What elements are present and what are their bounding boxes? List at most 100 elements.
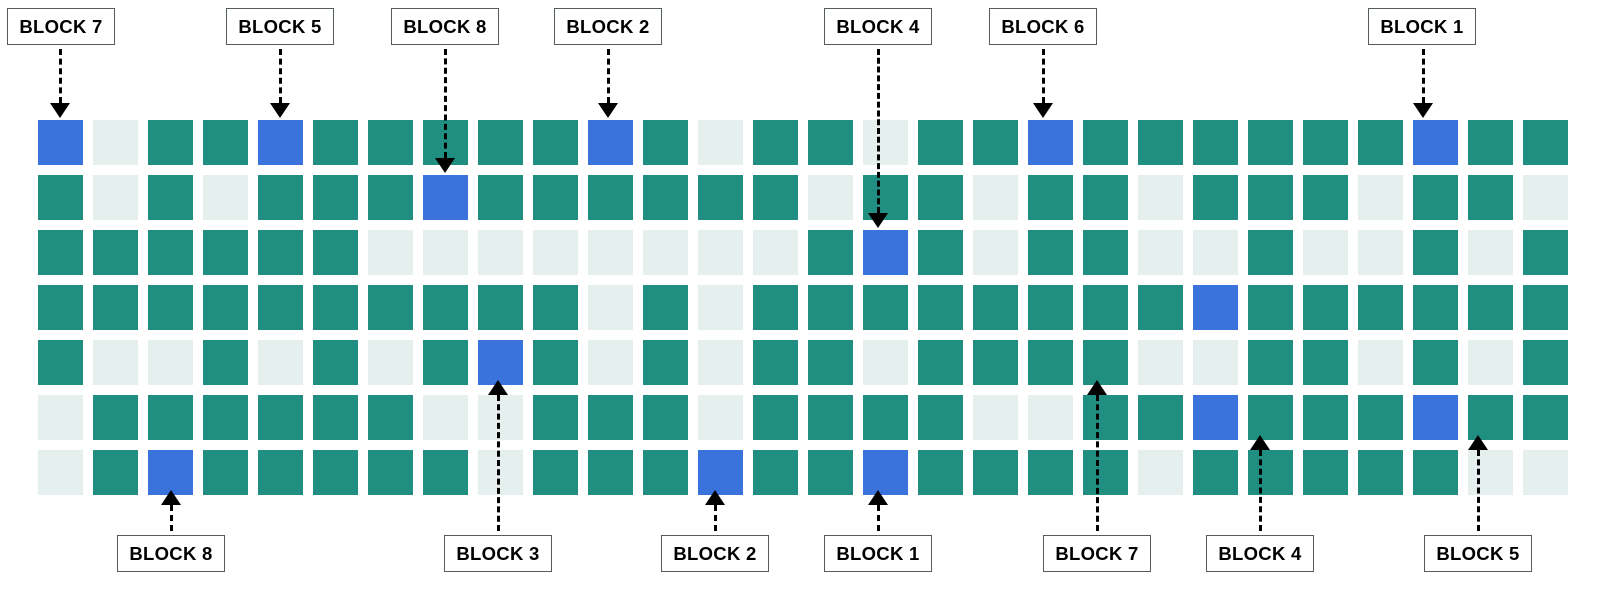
grid-cell[interactable] bbox=[1303, 340, 1348, 385]
grid-cell[interactable] bbox=[753, 450, 798, 495]
grid-cell[interactable] bbox=[1083, 230, 1128, 275]
grid-cell[interactable] bbox=[1523, 120, 1568, 165]
grid-cell[interactable] bbox=[1193, 450, 1238, 495]
grid-cell[interactable] bbox=[698, 285, 743, 330]
grid-cell[interactable] bbox=[1358, 340, 1403, 385]
grid-cell[interactable] bbox=[1358, 395, 1403, 440]
grid-cell[interactable] bbox=[698, 230, 743, 275]
grid-cell[interactable] bbox=[368, 230, 413, 275]
grid-cell[interactable] bbox=[1138, 285, 1183, 330]
grid-cell[interactable] bbox=[148, 230, 193, 275]
grid-cell-highlighted[interactable] bbox=[1028, 120, 1073, 165]
grid-cell[interactable] bbox=[1083, 340, 1128, 385]
grid-cell[interactable] bbox=[368, 175, 413, 220]
grid-cell[interactable] bbox=[588, 175, 633, 220]
grid-cell[interactable] bbox=[808, 395, 853, 440]
grid-cell[interactable] bbox=[1468, 285, 1513, 330]
grid-cell[interactable] bbox=[1083, 120, 1128, 165]
grid-cell[interactable] bbox=[313, 285, 358, 330]
grid-cell[interactable] bbox=[1028, 395, 1073, 440]
grid-cell[interactable] bbox=[808, 175, 853, 220]
grid-cell[interactable] bbox=[973, 340, 1018, 385]
grid-cell[interactable] bbox=[533, 285, 578, 330]
grid-cell[interactable] bbox=[1468, 395, 1513, 440]
grid-cell[interactable] bbox=[423, 285, 468, 330]
callout-label-box[interactable]: BLOCK 8 bbox=[391, 8, 499, 45]
grid-cell[interactable] bbox=[808, 340, 853, 385]
grid-cell[interactable] bbox=[313, 230, 358, 275]
grid-cell[interactable] bbox=[643, 340, 688, 385]
grid-cell[interactable] bbox=[1303, 175, 1348, 220]
grid-cell[interactable] bbox=[423, 395, 468, 440]
grid-cell[interactable] bbox=[643, 395, 688, 440]
grid-cell[interactable] bbox=[1193, 120, 1238, 165]
grid-cell[interactable] bbox=[863, 285, 908, 330]
grid-cell[interactable] bbox=[423, 340, 468, 385]
grid-cell[interactable] bbox=[93, 450, 138, 495]
grid-cell[interactable] bbox=[698, 120, 743, 165]
grid-cell[interactable] bbox=[1138, 230, 1183, 275]
grid-cell[interactable] bbox=[148, 120, 193, 165]
callout-label-box[interactable]: BLOCK 1 bbox=[824, 535, 932, 572]
grid-cell[interactable] bbox=[698, 395, 743, 440]
grid-cell[interactable] bbox=[1413, 450, 1458, 495]
grid-cell[interactable] bbox=[38, 175, 83, 220]
grid-cell[interactable] bbox=[203, 450, 248, 495]
grid-cell-highlighted[interactable] bbox=[423, 175, 468, 220]
grid-cell[interactable] bbox=[643, 285, 688, 330]
grid-cell[interactable] bbox=[368, 120, 413, 165]
grid-cell[interactable] bbox=[478, 175, 523, 220]
grid-cell[interactable] bbox=[1193, 340, 1238, 385]
callout-label-box[interactable]: BLOCK 8 bbox=[117, 535, 225, 572]
grid-cell[interactable] bbox=[368, 340, 413, 385]
callout-label-box[interactable]: BLOCK 1 bbox=[1368, 8, 1476, 45]
grid-cell[interactable] bbox=[918, 395, 963, 440]
callout-label-box[interactable]: BLOCK 2 bbox=[554, 8, 662, 45]
callout-label-box[interactable]: BLOCK 4 bbox=[1206, 535, 1314, 572]
grid-cell[interactable] bbox=[753, 230, 798, 275]
grid-cell[interactable] bbox=[423, 450, 468, 495]
grid-cell[interactable] bbox=[368, 285, 413, 330]
grid-cell[interactable] bbox=[258, 285, 303, 330]
grid-cell[interactable] bbox=[478, 395, 523, 440]
grid-cell[interactable] bbox=[93, 230, 138, 275]
grid-cell[interactable] bbox=[753, 175, 798, 220]
grid-cell[interactable] bbox=[533, 175, 578, 220]
grid-cell-highlighted[interactable] bbox=[1193, 395, 1238, 440]
grid-cell[interactable] bbox=[918, 120, 963, 165]
grid-cell[interactable] bbox=[1248, 175, 1293, 220]
grid-cell[interactable] bbox=[1523, 450, 1568, 495]
grid-cell[interactable] bbox=[918, 340, 963, 385]
grid-cell[interactable] bbox=[203, 285, 248, 330]
grid-cell[interactable] bbox=[1248, 230, 1293, 275]
grid-cell[interactable] bbox=[1248, 285, 1293, 330]
grid-cell[interactable] bbox=[588, 230, 633, 275]
grid-cell[interactable] bbox=[1138, 120, 1183, 165]
grid-cell[interactable] bbox=[258, 230, 303, 275]
grid-cell[interactable] bbox=[1358, 175, 1403, 220]
grid-cell-highlighted[interactable] bbox=[863, 230, 908, 275]
grid-cell[interactable] bbox=[1413, 285, 1458, 330]
grid-cell[interactable] bbox=[313, 395, 358, 440]
grid-cell[interactable] bbox=[973, 230, 1018, 275]
grid-cell[interactable] bbox=[93, 340, 138, 385]
grid-cell[interactable] bbox=[973, 120, 1018, 165]
grid-cell[interactable] bbox=[368, 450, 413, 495]
grid-cell[interactable] bbox=[1028, 175, 1073, 220]
grid-cell[interactable] bbox=[93, 285, 138, 330]
grid-cell[interactable] bbox=[38, 395, 83, 440]
grid-cell[interactable] bbox=[258, 450, 303, 495]
grid-cell-highlighted[interactable] bbox=[38, 120, 83, 165]
grid-cell[interactable] bbox=[1468, 175, 1513, 220]
callout-label-box[interactable]: BLOCK 6 bbox=[989, 8, 1097, 45]
grid-cell[interactable] bbox=[808, 285, 853, 330]
callout-label-box[interactable]: BLOCK 3 bbox=[444, 535, 552, 572]
grid-cell[interactable] bbox=[148, 395, 193, 440]
grid-cell[interactable] bbox=[93, 120, 138, 165]
grid-cell[interactable] bbox=[973, 450, 1018, 495]
callout-label-box[interactable]: BLOCK 7 bbox=[7, 8, 115, 45]
grid-cell-highlighted[interactable] bbox=[1413, 120, 1458, 165]
grid-cell[interactable] bbox=[38, 450, 83, 495]
grid-cell[interactable] bbox=[38, 285, 83, 330]
grid-cell[interactable] bbox=[1193, 230, 1238, 275]
